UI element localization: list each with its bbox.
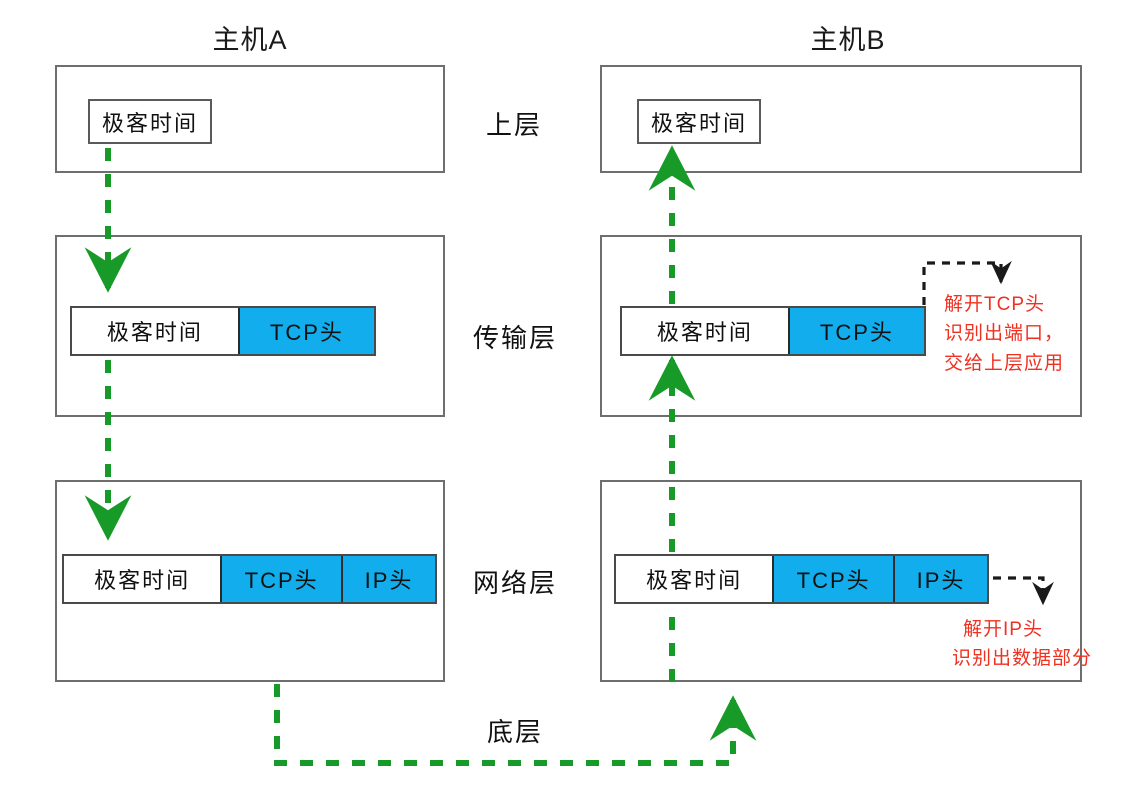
annotation-line: 识别出数据部分 — [952, 648, 1093, 670]
host-a-title: 主机A — [212, 25, 288, 55]
packet-segment-ip-header: IP头 — [341, 556, 435, 602]
packet-segment-tcp-header: TCP头 — [772, 556, 893, 602]
host-b-network-packet: 极客时间 TCP头 IP头 — [614, 554, 989, 604]
host-b-transport-packet: 极客时间 TCP头 — [620, 306, 926, 356]
packet-segment-data: 极客时间 — [64, 556, 221, 602]
packet-segment-ip-header: IP头 — [893, 556, 987, 602]
layer-label-transport: 传输层 — [473, 323, 558, 353]
annotation-ip-decap: 解开IP头 识别出数据部分 — [952, 615, 1092, 674]
packet-segment-tcp-header: TCP头 — [787, 308, 924, 354]
layer-label-network: 网络层 — [473, 568, 558, 598]
annotation-line: 解开TCP头 — [944, 294, 1046, 315]
annotation-tcp-decap: 解开TCP头 识别出端口， 交给上层应用 — [944, 290, 1064, 378]
packet-segment-data: 极客时间 — [72, 308, 238, 354]
layer-label-upper: 上层 — [486, 110, 543, 140]
host-b-upper-packet: 极客时间 — [637, 99, 761, 144]
packet-segment-data: 极客时间 — [650, 110, 747, 136]
packet-segment-tcp-header: TCP头 — [237, 308, 374, 354]
packet-segment-data: 极客时间 — [101, 110, 198, 136]
layer-label-bottom: 底层 — [487, 717, 544, 747]
packet-segment-data: 极客时间 — [622, 308, 788, 354]
annotation-line: 识别出端口， — [944, 323, 1065, 345]
host-a-upper-packet: 极客时间 — [88, 99, 212, 144]
host-a-network-packet: 极客时间 TCP头 IP头 — [62, 554, 437, 604]
packet-segment-data: 极客时间 — [616, 556, 773, 602]
annotation-line: 交给上层应用 — [944, 352, 1065, 374]
host-b-title: 主机B — [810, 25, 886, 55]
packet-segment-tcp-header: TCP头 — [220, 556, 341, 602]
host-a-transport-packet: 极客时间 TCP头 — [70, 306, 376, 356]
annotation-line: 解开IP头 — [963, 619, 1043, 640]
